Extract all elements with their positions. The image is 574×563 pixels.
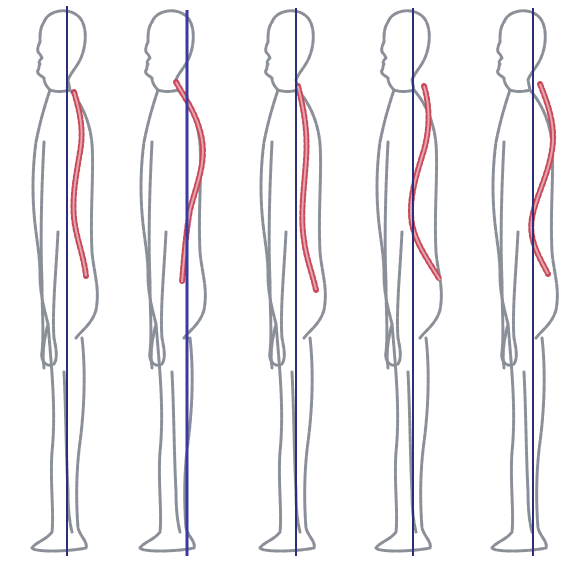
posture-figure-4 (376, 8, 441, 556)
posture-figure-3 (260, 8, 325, 556)
posture-figure-1 (32, 6, 97, 556)
posture-figure-5 (492, 8, 557, 556)
posture-figure-2 (140, 10, 205, 556)
